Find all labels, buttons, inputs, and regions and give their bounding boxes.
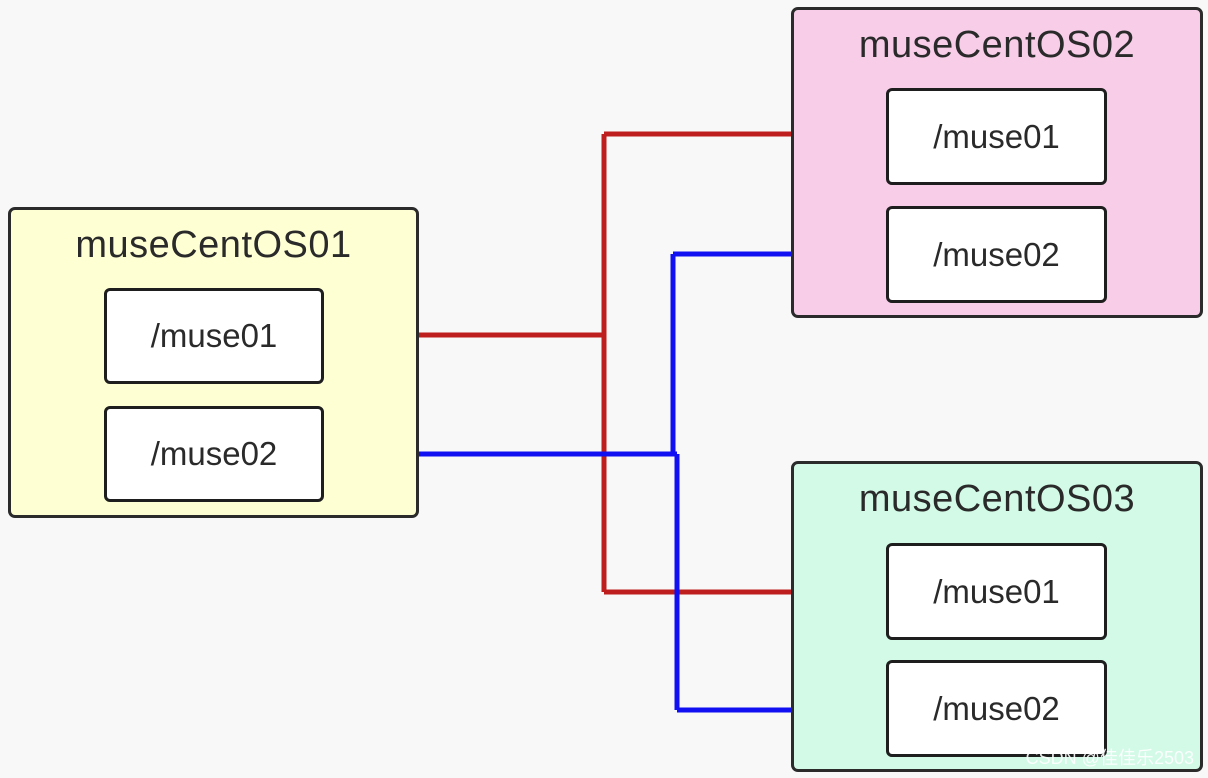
host-musecentos01: museCentOS01: [8, 207, 419, 518]
dir-muse02-host1: /muse02: [104, 406, 324, 502]
host-title: museCentOS02: [858, 24, 1136, 66]
watermark: CSDN @佳佳乐2503: [1025, 748, 1194, 768]
dir-muse01-host1: /muse01: [104, 288, 324, 384]
dir-muse01-host2: /muse01: [886, 88, 1107, 185]
dir-muse01-host3: /muse01: [886, 543, 1107, 640]
dir-muse02-host2: /muse02: [886, 206, 1107, 303]
host-title: museCentOS01: [75, 224, 352, 266]
host-title: museCentOS03: [858, 478, 1136, 520]
dir-muse02-host3: /muse02: [886, 660, 1107, 757]
